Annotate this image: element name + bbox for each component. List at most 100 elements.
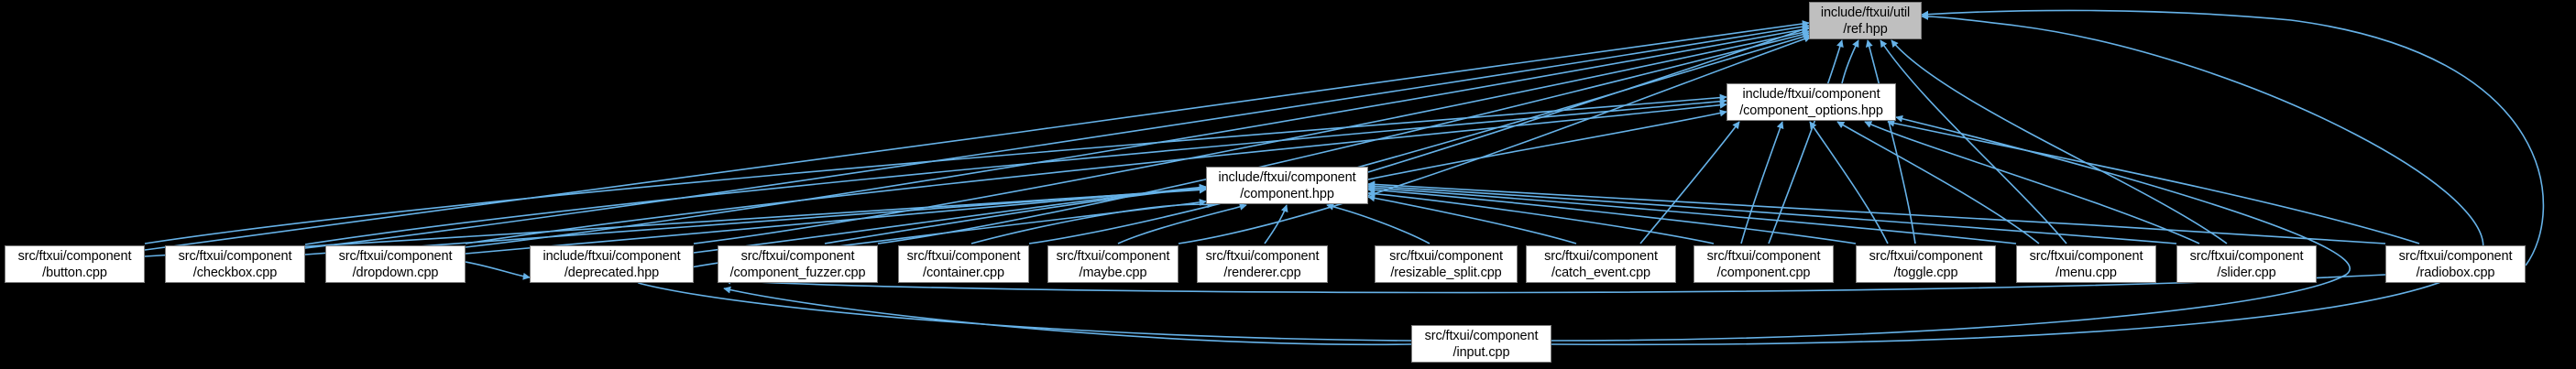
node-label-line2: /component.hpp (1240, 186, 1334, 201)
graph-node-toggle[interactable]: src/ftxui/component/toggle.cpp (1856, 245, 1996, 283)
node-label-line2: /component_fuzzer.cpp (729, 265, 866, 280)
graph-edge (1864, 121, 2200, 244)
graph-edge (304, 23, 1810, 249)
node-label-line1: src/ftxui/component (2398, 248, 2513, 264)
node-label-line1: include/ftxui/util (1820, 5, 1911, 20)
graph-node-container[interactable]: src/ftxui/component/container.cpp (898, 245, 1029, 283)
node-label-line1: include/ftxui/component (543, 248, 681, 264)
graph-edge (1865, 39, 1916, 244)
node-label-line1: src/ftxui/component (1706, 248, 1821, 264)
graph-edge (1367, 190, 1715, 244)
graph-edge (1178, 35, 1812, 244)
graph-node-component_hpp[interactable]: include/ftxui/component/component.hpp (1206, 167, 1368, 204)
graph-edge (1367, 109, 1727, 180)
graph-edge (144, 93, 1727, 244)
graph-edge (1367, 186, 1857, 244)
graph-edge (465, 184, 1207, 255)
node-label-line2: /radiobox.cpp (2416, 265, 2495, 280)
graph-edge (465, 101, 1727, 244)
graph-edge (144, 20, 1810, 251)
node-label-line1: include/ftxui/component (1742, 86, 1880, 102)
node-label-line1: src/ftxui/component (1389, 248, 1503, 264)
graph-edge (1028, 33, 1811, 244)
node-label-line1: include/ftxui/component (1218, 169, 1356, 185)
graph-node-menu[interactable]: src/ftxui/component/menu.cpp (2016, 245, 2156, 283)
graph-node-deprecated[interactable]: include/ftxui/component/deprecated.hpp (530, 245, 694, 283)
graph-edge (304, 97, 1727, 245)
graph-node-renderer[interactable]: src/ftxui/component/renderer.cpp (1197, 245, 1328, 283)
graph-edge (1836, 121, 2040, 244)
graph-node-maybe[interactable]: src/ftxui/component/maybe.cpp (1047, 245, 1178, 283)
graph-node-slider[interactable]: src/ftxui/component/slider.cpp (2176, 245, 2317, 283)
graph-node-component_cpp[interactable]: src/ftxui/component/component.cpp (1694, 245, 1834, 283)
graph-edge (1367, 26, 1810, 173)
graph-edge (877, 30, 1810, 244)
graph-edge (1367, 194, 1577, 244)
graph-node-radiobox[interactable]: src/ftxui/component/radiobox.cpp (2385, 245, 2526, 283)
graph-edge (1639, 121, 1740, 244)
graph-edge (1367, 182, 2177, 244)
graph-edge (1551, 13, 2484, 346)
node-label-line2: /input.cpp (1452, 344, 1510, 360)
graph-edge (693, 183, 1207, 254)
node-label-line1: src/ftxui/component (1056, 248, 1170, 264)
graph-edge (1326, 202, 1431, 244)
graph-edge (1887, 119, 2420, 244)
graph-edge (465, 26, 1810, 248)
node-label-line2: /checkbox.cpp (192, 265, 278, 280)
graph-node-catch_event[interactable]: src/ftxui/component/catch_event.cpp (1526, 245, 1676, 283)
graph-edge (1880, 39, 2067, 244)
node-label-line2: /deprecated.hpp (564, 265, 660, 280)
graph-node-dropdown[interactable]: src/ftxui/component/dropdown.cpp (325, 245, 466, 283)
graph-edge (693, 28, 1810, 244)
node-label-line2: /menu.cpp (2055, 265, 2117, 280)
node-label-line1: src/ftxui/component (1424, 328, 1539, 343)
node-label-line2: /maybe.cpp (1079, 265, 1147, 280)
node-label-line1: src/ftxui/component (1205, 248, 1320, 264)
graph-node-component_fuzzer[interactable]: src/ftxui/component/component_fuzzer.cpp (718, 245, 878, 283)
graph-edge (1367, 184, 2017, 244)
graph-edge (1551, 114, 2351, 342)
graph-edge (1891, 39, 2228, 244)
node-label-line2: /component.cpp (1716, 265, 1811, 280)
node-label-line1: src/ftxui/component (338, 248, 453, 264)
graph-edge (824, 184, 1207, 244)
node-label-line2: /renderer.cpp (1223, 265, 1301, 280)
graph-edge (1740, 121, 1784, 244)
graph-edge (1921, 9, 2545, 266)
graph-node-button[interactable]: src/ftxui/component/button.cpp (5, 245, 145, 283)
node-label-line2: /toggle.cpp (1893, 265, 1958, 280)
node-label-line2: /ref.hpp (1843, 21, 1888, 37)
node-label-line1: src/ftxui/component (906, 248, 1021, 264)
graph-edge (970, 201, 1215, 244)
graph-node-ref[interactable]: include/ftxui/util/ref.hpp (1809, 2, 1922, 39)
node-label-line2: /resizable_split.cpp (1390, 265, 1502, 280)
node-label-line1: src/ftxui/component (1544, 248, 1658, 264)
node-label-line2: /container.cpp (923, 265, 1004, 280)
node-label-line1: src/ftxui/component (1869, 248, 1983, 264)
graph-node-checkbox[interactable]: src/ftxui/component/checkbox.cpp (165, 245, 305, 283)
graph-edge (1117, 202, 1247, 244)
graph-edge (637, 199, 1412, 342)
graph-edge (723, 286, 1412, 346)
node-label-line1: src/ftxui/component (2029, 248, 2143, 264)
node-label-line2: /dropdown.cpp (352, 265, 439, 280)
graph-edge (723, 274, 2386, 294)
node-label-line2: /catch_event.cpp (1551, 265, 1651, 280)
node-label-line2: /component_options.hpp (1739, 103, 1883, 118)
node-label-line1: src/ftxui/component (2189, 248, 2304, 264)
graph-edge (1809, 121, 1889, 244)
graph-edge (1264, 204, 1288, 244)
node-label-line1: src/ftxui/component (17, 248, 132, 264)
graph-node-input[interactable]: src/ftxui/component/input.cpp (1411, 325, 1551, 363)
graph-edge (465, 261, 531, 280)
graph-edge (1367, 180, 2386, 244)
graph-node-resizable_split[interactable]: src/ftxui/component/resizable_split.cpp (1375, 245, 1518, 283)
graph-node-component_options[interactable]: include/ftxui/component/component_option… (1726, 83, 1896, 121)
node-label-line1: src/ftxui/component (178, 248, 292, 264)
node-label-line1: src/ftxui/component (740, 248, 855, 264)
graph-edge (1841, 39, 1859, 84)
node-label-line2: /button.cpp (42, 265, 107, 280)
